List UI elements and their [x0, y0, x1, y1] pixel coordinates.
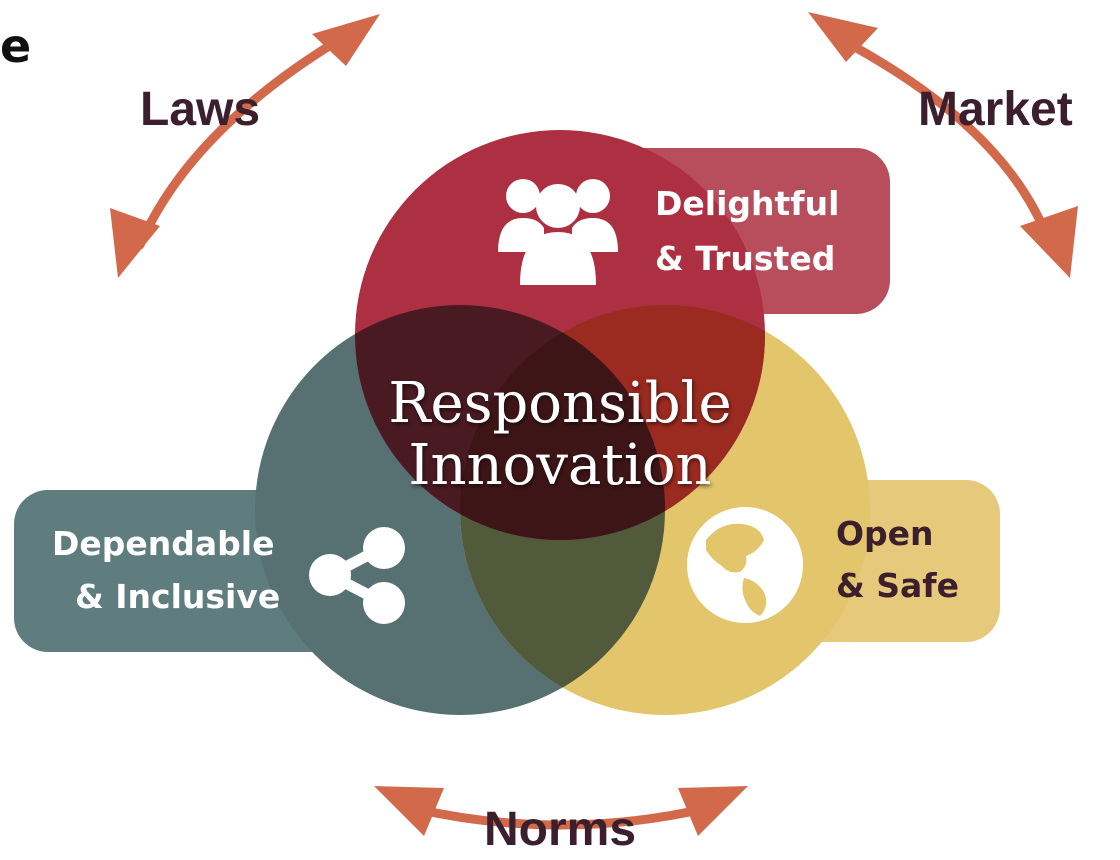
- market-arrow: [837, 35, 1055, 250]
- delightful-label-line2: & Trusted: [655, 239, 835, 278]
- market-arrowhead-top: [808, 12, 878, 62]
- market-arrowhead-bottom: [1020, 206, 1078, 278]
- norms-label: Norms: [484, 803, 636, 856]
- laws-arrowhead-bottom: [110, 208, 160, 278]
- globe-icon: [687, 507, 803, 623]
- center-title-line1: Responsible: [388, 371, 731, 436]
- cropped-title-fragment: e: [0, 19, 31, 73]
- dependable-label-line1: Dependable: [52, 524, 274, 563]
- share-icon: [309, 527, 405, 624]
- dependable-label-line2: & Inclusive: [75, 577, 280, 616]
- center-title-line2: Innovation: [408, 433, 711, 498]
- delightful-label-line1: Delightful: [655, 184, 839, 223]
- market-label: Market: [918, 83, 1073, 136]
- laws-arrow: [135, 33, 347, 250]
- laws-arrowhead-top: [312, 14, 380, 66]
- norms-arrowhead-right: [678, 786, 748, 836]
- norms-arrow: [407, 803, 713, 830]
- open-label-line1: Open: [836, 514, 934, 553]
- people-group-icon: [498, 179, 618, 285]
- open-label-line2: & Safe: [836, 566, 959, 605]
- center-overlap: [460, 305, 665, 540]
- laws-label: Laws: [140, 83, 260, 136]
- norms-arrowhead-left: [374, 786, 444, 836]
